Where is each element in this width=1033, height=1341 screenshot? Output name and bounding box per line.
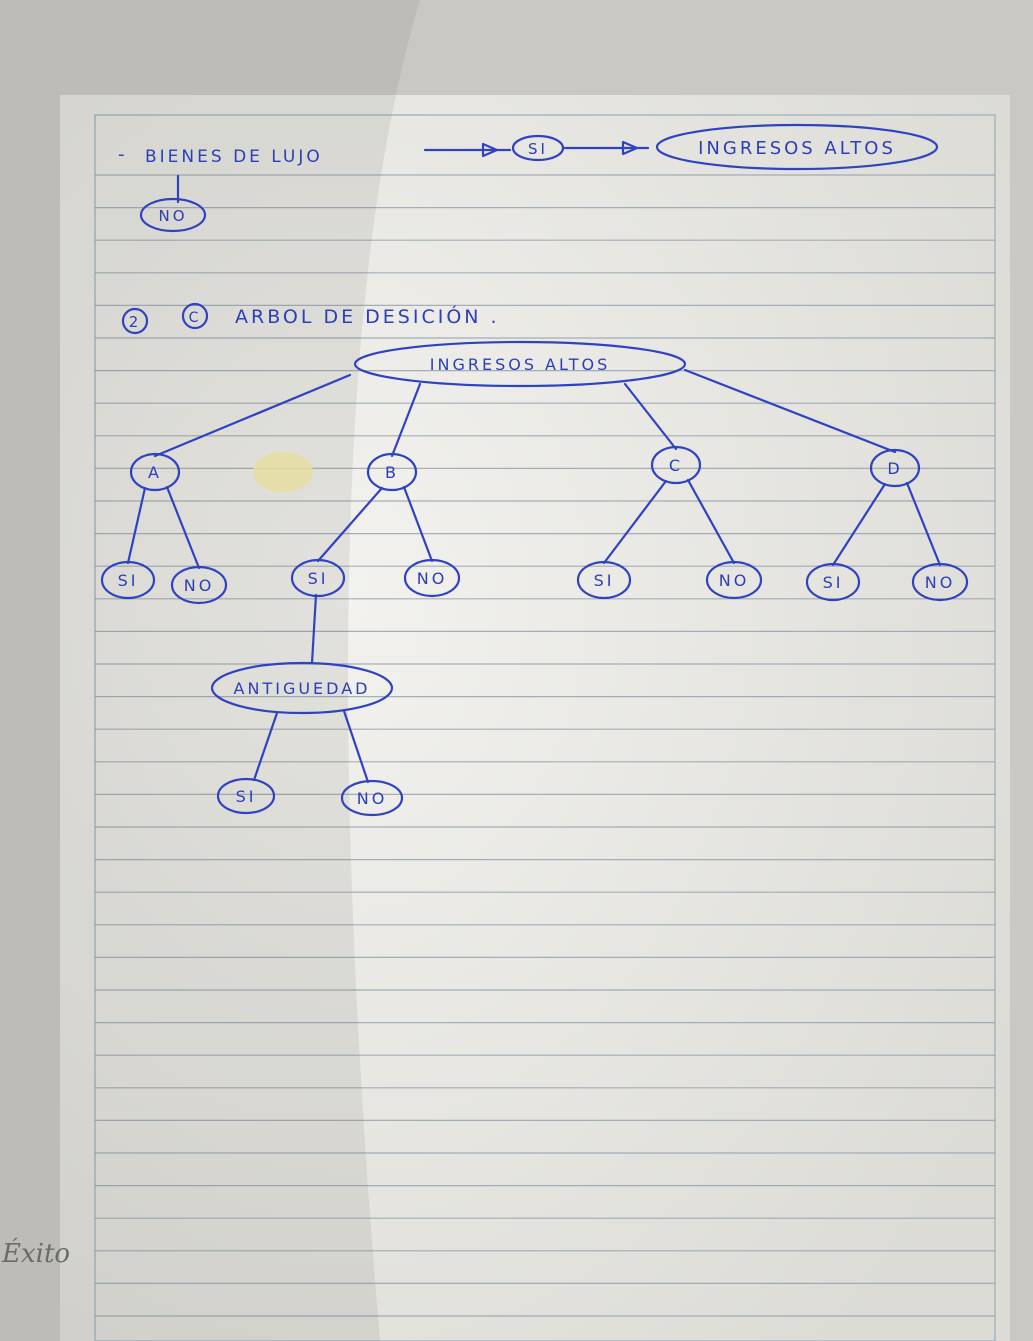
leaf-yes-b-label: SI [308,569,329,588]
paper-sheet [60,95,1010,1341]
arrow-head-1 [481,142,499,158]
tree-edge [905,481,942,567]
top-note-target: INGRESOS ALTOS [698,138,896,159]
branch-node-c-label: C [669,456,683,475]
tree-edge [390,382,422,458]
leaf-no-c-label: NO [719,571,750,590]
tree-edge [342,709,370,784]
leaf-yes-c-oval [576,560,632,600]
leaf-no-a-oval [170,565,228,605]
leaf-yes-a-label: SI [118,571,139,590]
section-number-circle [121,307,149,335]
branch-node-b-oval [366,452,418,492]
tree-edge [831,482,887,567]
sub-leaf-yes-oval [216,777,276,815]
shadow [0,0,420,1341]
tree-edge [126,486,147,565]
tree-edges [126,368,942,784]
ruled-lines [95,174,995,1317]
leaf-yes-d-oval [805,562,861,602]
margin-line [94,114,996,1341]
leaf-no-b-oval [403,558,461,598]
top-note-prefix: - [118,144,128,165]
section-letter: C [189,310,202,326]
tree-edge [316,486,384,563]
root-node-oval [353,340,687,388]
antiguedad-node-oval [210,661,394,715]
branch-node-d-label: D [887,459,902,478]
root-node-label: INGRESOS ALTOS [430,355,610,374]
tree-edge [402,485,434,563]
antiguedad-node-label: ANTIGUEDAD [234,679,371,698]
leaf-no-d-oval [911,562,969,602]
yes-oval-top [511,134,565,162]
sub-leaf-no-oval [340,779,404,817]
sub-leaf-yes-label: SI [236,787,257,806]
top-note-yes: SI [528,140,548,158]
leaf-no-d-label: NO [925,573,956,592]
section-letter-circle [181,302,209,330]
section-title: ARBOL DE DESICIÓN . [235,304,500,328]
coffee-stain [253,452,313,492]
leaf-yes-b-oval [290,558,346,598]
leaf-no-b-label: NO [417,569,448,588]
top-note-text: BIENES DE LUJO [145,147,323,167]
top-note-no: NO [158,207,187,225]
leaf-yes-c-label: SI [594,571,615,590]
branch-node-b-label: B [385,463,399,482]
section-heading: 2 C ARBOL DE DESICIÓN . [121,302,500,335]
sub-leaf-no-label: NO [357,789,388,808]
arrow-head-2 [621,140,639,156]
decision-tree: INGRESOS ALTOS A SI NO B SI NO C SI NO D SI NO ANTIGU… [100,340,969,817]
tree-edge [310,593,318,665]
leaf-yes-a-oval [100,560,156,600]
target-oval-top [655,123,939,171]
tree-edge [686,478,736,565]
branch-node-a-oval [129,452,181,492]
tree-edge [252,711,279,782]
leaf-yes-d-label: SI [823,573,844,592]
margin-stamp: Éxito [1,1237,70,1269]
branch-node-a-label: A [148,463,162,482]
branch-node-c-oval [650,445,702,485]
section-number: 2 [129,313,142,331]
no-oval-top [139,197,207,233]
tree-nodes: INGRESOS ALTOS A SI NO B SI NO C SI NO D SI NO ANTIGU… [100,340,969,817]
leaf-no-c-oval [705,560,763,600]
tree-edge [165,485,201,570]
top-note: - BIENES DE LUJO SI INGRESOS ALTOS NO [118,123,939,233]
branch-node-d-oval [869,448,921,488]
tree-edge [602,479,668,565]
tree-edge [683,368,897,454]
leaf-no-a-label: NO [184,576,215,595]
tree-edge [153,373,352,458]
tree-edge [623,382,678,451]
